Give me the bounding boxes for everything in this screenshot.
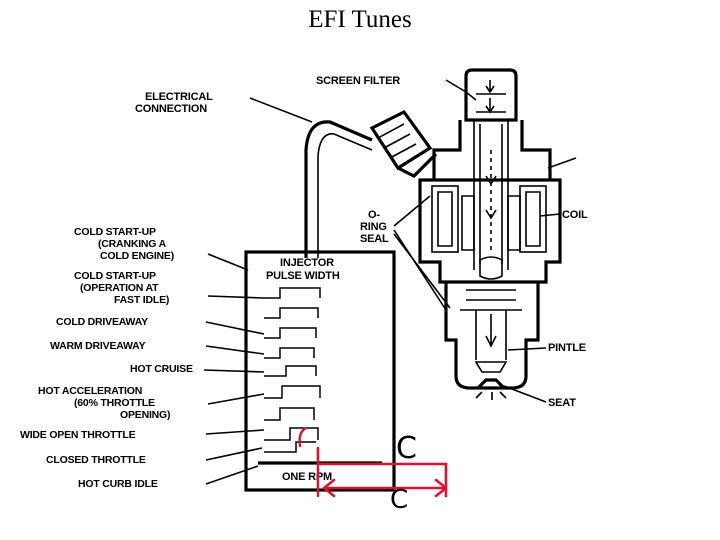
label-screen-filter: SCREEN FILTER xyxy=(316,75,400,87)
condition-labels: COLD START-UP (CRANKING A COLD ENGINE) C… xyxy=(20,226,193,490)
condition-hot-cruise: HOT CRUISE xyxy=(130,363,193,375)
leader-pintle xyxy=(507,347,547,351)
condition-leaders xyxy=(203,253,265,485)
slide-title: EFI Tunes xyxy=(308,6,412,33)
leader-o-ring xyxy=(393,195,451,311)
leader-screen-filter xyxy=(445,79,477,101)
condition-cold-start-fast-idle-3: FAST IDLE) xyxy=(114,294,169,306)
panel-title-1: INJECTOR xyxy=(280,257,334,269)
annotation-letter-c-bottom: C xyxy=(390,485,408,515)
label-o-ring-1: O- xyxy=(368,209,380,221)
label-electrical-connection-1: ELECTRICAL xyxy=(145,91,213,103)
leader-top-right xyxy=(547,157,577,169)
label-o-ring-3: SEAL xyxy=(360,233,389,245)
condition-warm-driveaway: WARM DRIVEAWAY xyxy=(50,340,146,352)
pulse-traces xyxy=(264,287,321,453)
red-bracket-top xyxy=(316,446,448,498)
condition-wide-open-throttle: WIDE OPEN THROTTLE xyxy=(20,429,136,441)
label-pintle: PINTLE xyxy=(548,342,586,354)
red-arrow-bottom xyxy=(322,478,448,498)
label-o-ring-2: RING xyxy=(360,221,387,233)
condition-cold-driveaway: COLD DRIVEAWAY xyxy=(56,316,148,328)
condition-cold-start-fast-idle-1: COLD START-UP xyxy=(74,270,156,282)
condition-closed-throttle: CLOSED THROTTLE xyxy=(46,454,146,466)
condition-hot-acceleration-3: OPENING) xyxy=(120,409,170,421)
electrical-wire xyxy=(304,120,373,258)
electrical-wire-inner xyxy=(317,133,373,258)
red-annotations: C C xyxy=(298,426,448,515)
annotation-letter-c-top: C xyxy=(396,431,417,466)
red-bracket-left xyxy=(298,426,320,498)
label-coil: COIL xyxy=(562,209,588,221)
panel-title-2: PULSE WIDTH xyxy=(266,270,340,282)
leader-seat xyxy=(503,385,547,403)
condition-cold-start-fast-idle-2: (OPERATION AT xyxy=(80,282,159,294)
condition-cold-start-cranking-1: COLD START-UP xyxy=(74,226,156,238)
condition-cold-start-cranking-3: COLD ENGINE) xyxy=(100,250,174,262)
label-seat: SEAT xyxy=(548,397,576,409)
condition-cold-start-cranking-2: (CRANKING A xyxy=(98,238,167,250)
condition-hot-curb-idle: HOT CURB IDLE xyxy=(78,478,158,490)
leader-coil xyxy=(539,213,561,217)
condition-hot-acceleration-1: HOT ACCELERATION xyxy=(38,385,142,397)
label-one-rpm: ONE RPM xyxy=(282,471,332,483)
condition-hot-acceleration-2: (60% THROTTLE xyxy=(74,397,155,409)
label-electrical-connection-2: CONNECTION xyxy=(135,103,207,115)
injector-body xyxy=(418,68,562,400)
electrical-connector xyxy=(369,109,438,178)
leader-electrical-connection xyxy=(249,97,313,123)
